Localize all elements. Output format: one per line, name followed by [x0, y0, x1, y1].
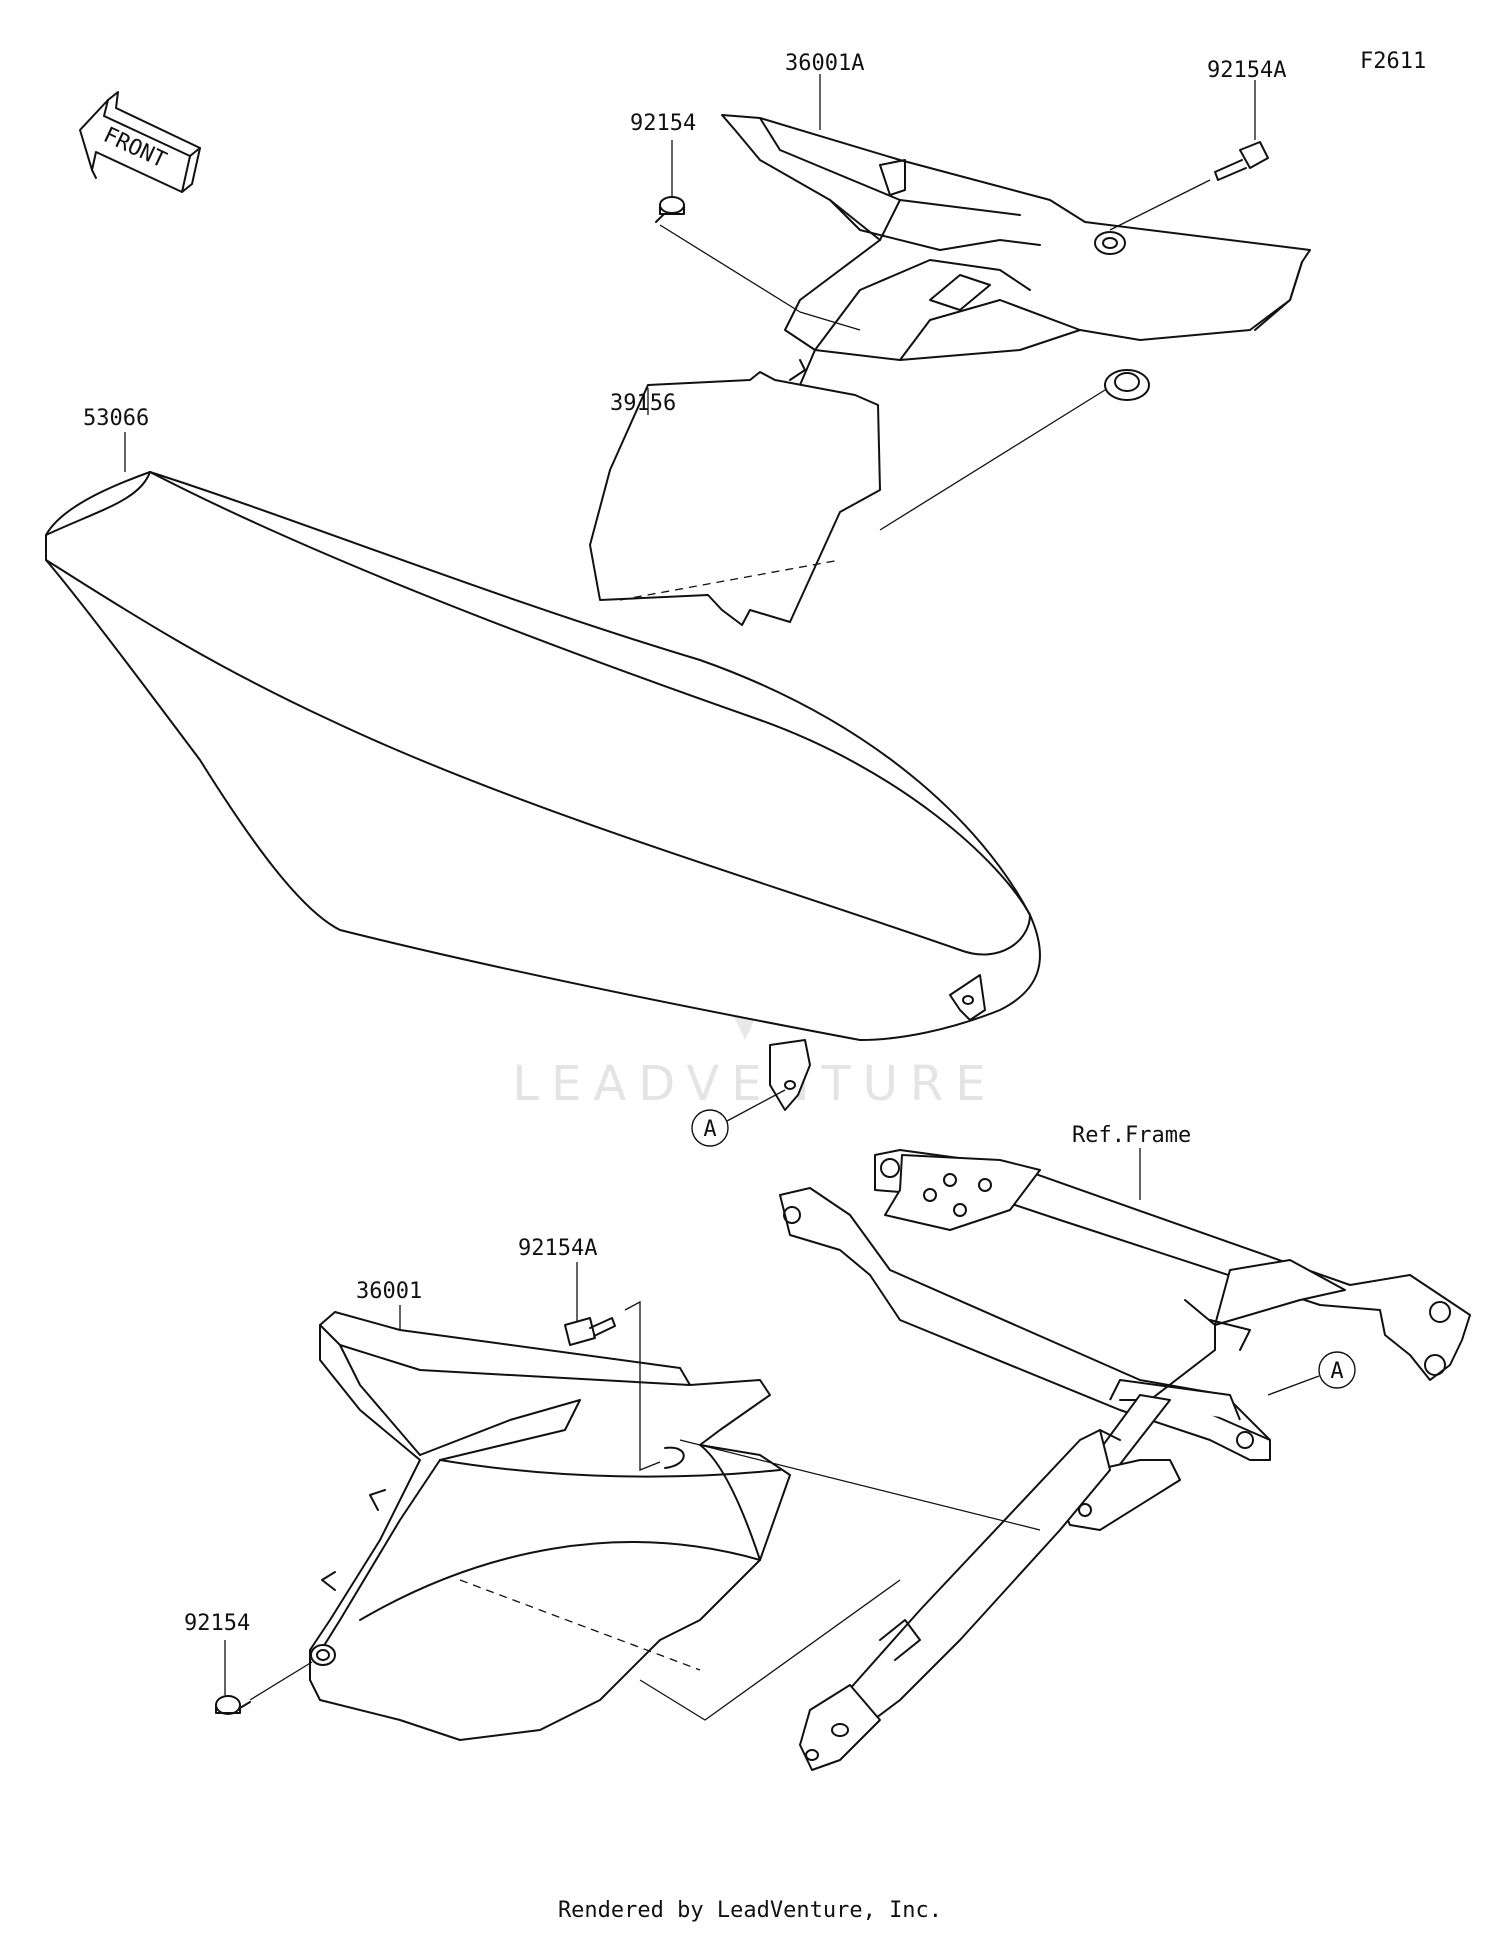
- figure-id: F2611: [1360, 49, 1426, 74]
- label-39156: 39156: [610, 391, 676, 416]
- screw-92154a-lower: [564, 1317, 616, 1346]
- footer-credit: Rendered by LeadVenture, Inc.: [557, 1898, 943, 1923]
- screw-92154-lower: [215, 1695, 251, 1715]
- grommet-upper: [1104, 369, 1150, 401]
- label-92154a-upper: 92154A: [1207, 58, 1286, 83]
- side-cover-36001a: [721, 114, 1311, 421]
- label-92154-lower: 92154: [184, 1611, 250, 1636]
- callout-a-seat-label: A: [703, 1117, 716, 1142]
- label-36001a: 36001A: [785, 51, 864, 76]
- front-arrow: FRONT: [79, 91, 201, 193]
- callout-a-seat: A: [691, 1089, 786, 1147]
- screw-92154a-upper: [1214, 141, 1269, 181]
- screw-92154-upper: [655, 196, 685, 223]
- rear-frame: [779, 1149, 1471, 1771]
- callout-a-frame-label: A: [1330, 1359, 1343, 1384]
- label-92154-upper: 92154: [630, 111, 696, 136]
- label-ref-frame: Ref.Frame: [1072, 1123, 1191, 1148]
- watermark-text: LEADVENTURE: [512, 1056, 997, 1112]
- label-53066: 53066: [83, 406, 149, 431]
- seat-53066: [45, 471, 1041, 1111]
- pad-39156: [589, 371, 881, 626]
- label-92154a-lower: 92154A: [518, 1236, 597, 1261]
- callout-a-frame: A: [1267, 1351, 1356, 1396]
- side-cover-36001: [309, 1311, 791, 1741]
- label-36001: 36001: [356, 1279, 422, 1304]
